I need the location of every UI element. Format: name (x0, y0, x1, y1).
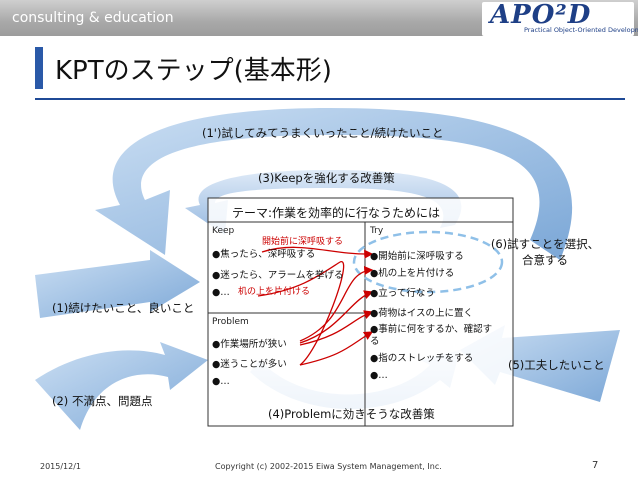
footer-date: 2015/12/1 (40, 462, 82, 471)
problem-heading: Problem (212, 317, 249, 327)
title-underline (35, 98, 625, 100)
board-theme: テーマ:作業を効率的に行なうためには (232, 206, 441, 220)
arrow-2 (35, 342, 208, 430)
logo-wordmark: APO²D (490, 0, 592, 30)
problem-item: ●… (212, 376, 230, 387)
selection-ellipse (352, 230, 504, 294)
red-note: 机の上を片付ける (238, 287, 311, 297)
step-4-label: (4)Problemに効きそうな改善策 (268, 407, 435, 421)
company-logo: APO²D Practical Object-Oriented Developm… (482, 0, 638, 36)
try-item: ●指のストレッチをする (370, 353, 474, 364)
step-1-label: (1)続けたいこと、良いこと (52, 301, 195, 315)
try-heading: Try (370, 226, 384, 236)
step-1prime-label: (1')試してみてうまくいったこと/続けたいこと (202, 126, 444, 140)
try-item: ●事前に何をするか、確認する (370, 324, 493, 347)
title-accent-bar (35, 47, 43, 89)
red-note: 開始前に深呼吸する (262, 237, 344, 247)
keep-item: ●… (212, 287, 230, 298)
step-6-label: (6)試すことを選択、合意する (490, 237, 600, 267)
problem-item: ●迷うことが多い (212, 359, 287, 370)
keep-item: ●焦ったら、深呼吸する (212, 249, 316, 260)
banner-text: consulting & education (12, 10, 174, 26)
problem-item: ●作業場所が狭い (212, 339, 287, 350)
page-number: 7 (592, 460, 599, 471)
try-item: ●机の上を片付ける (370, 268, 455, 279)
try-item: ●荷物はイスの上に置く (370, 308, 474, 319)
keep-heading: Keep (212, 226, 235, 236)
step-2-label: (2) 不満点、問題点 (52, 394, 153, 408)
slide-title: KPTのステップ(基本形) (55, 56, 332, 86)
arrow-3 (185, 170, 462, 235)
try-item: ●開始前に深呼吸する (370, 251, 464, 262)
arrow-1 (35, 250, 200, 318)
step-5-label: (5)工夫したいこと (508, 358, 605, 372)
logo-tagline: Practical Object-Oriented Development (524, 26, 638, 34)
keep-item: ●迷ったら、アラームを挙げる (212, 270, 344, 281)
try-item: ●… (370, 370, 388, 381)
footer-copyright: Copyright (c) 2002-2015 Eiwa System Mana… (215, 462, 442, 471)
step-3-label: (3)Keepを強化する改善策 (258, 171, 395, 185)
try-item: ●立って行なう (370, 288, 435, 299)
